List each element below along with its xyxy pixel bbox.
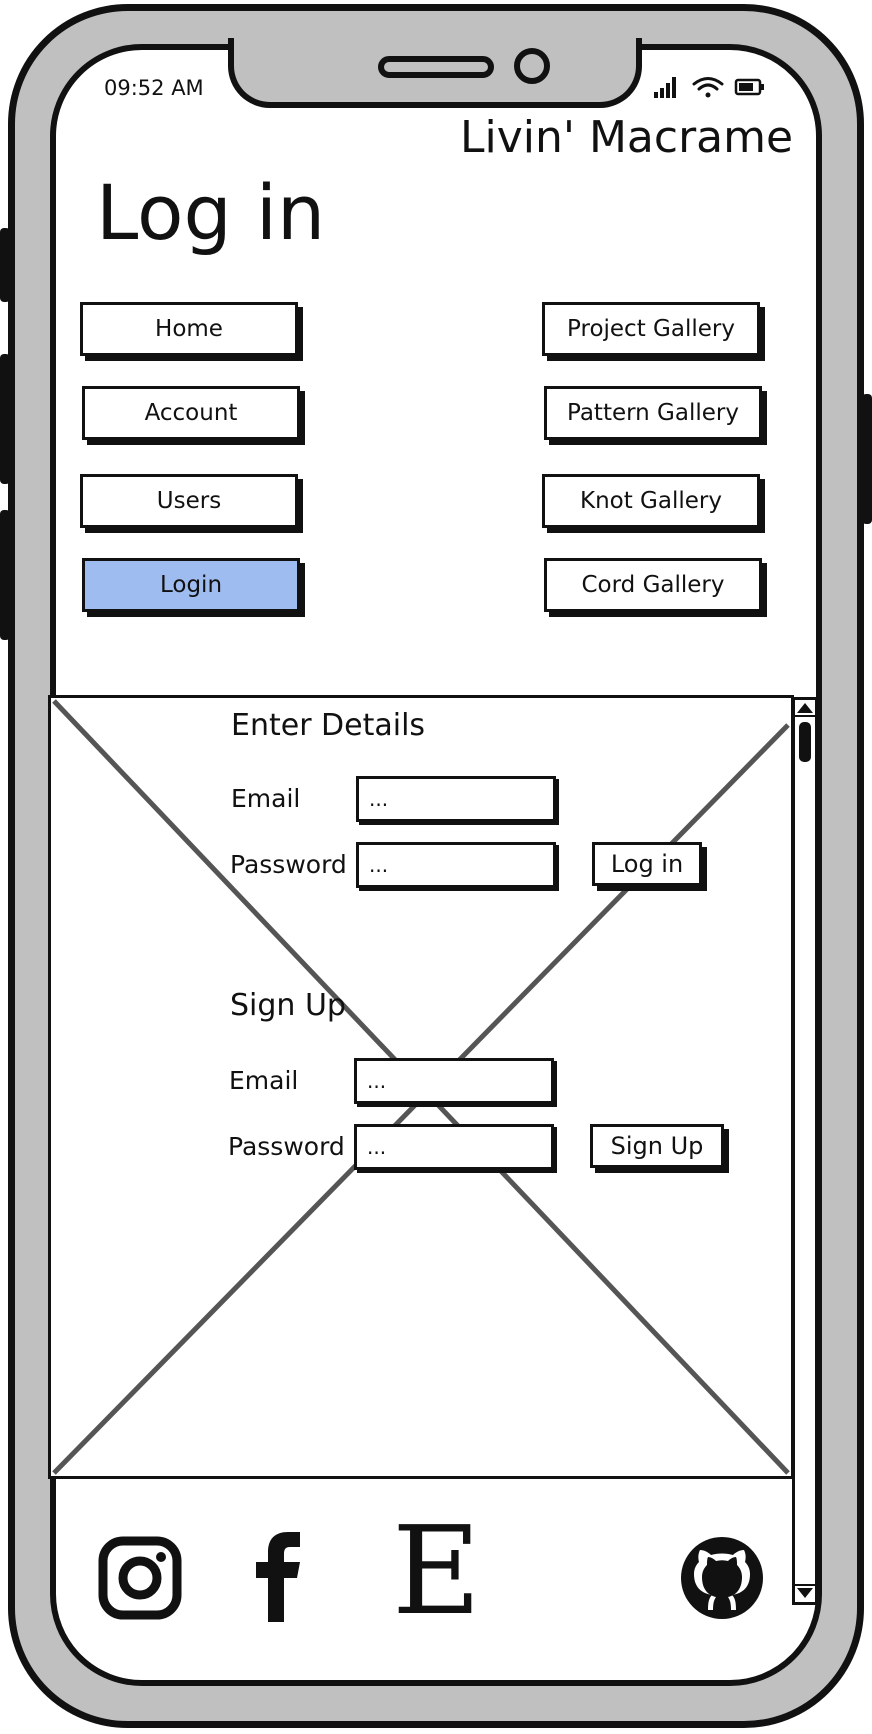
- status-time: 09:52 AM: [104, 76, 204, 100]
- login-heading: Enter Details: [231, 708, 426, 743]
- camera-icon: [514, 48, 550, 84]
- login-submit-button[interactable]: Log in: [592, 842, 702, 886]
- side-button-left-2: [0, 354, 10, 484]
- speaker-icon: [378, 56, 494, 78]
- status-icons: [654, 77, 764, 98]
- side-button-right: [862, 394, 872, 524]
- nav-project-gallery-button[interactable]: Project Gallery: [542, 302, 760, 356]
- login-email-input[interactable]: ...: [356, 776, 556, 822]
- github-icon[interactable]: [680, 1536, 764, 1620]
- brand-title: Livin' Macrame: [460, 112, 794, 163]
- nav-account-button[interactable]: Account: [82, 386, 300, 440]
- instagram-icon[interactable]: [98, 1536, 182, 1620]
- side-button-left-3: [0, 510, 10, 640]
- nav-pattern-gallery-button[interactable]: Pattern Gallery: [544, 386, 762, 440]
- battery-icon: [734, 78, 764, 96]
- signal-icon: [654, 77, 676, 98]
- scroll-up-arrow-icon: [795, 703, 815, 717]
- login-email-label: Email: [231, 784, 301, 813]
- side-button-left-1: [0, 228, 10, 302]
- scroll-thumb: [799, 722, 811, 762]
- nav-knot-gallery-button[interactable]: Knot Gallery: [542, 474, 760, 528]
- scrollbar-parts: [795, 703, 815, 1598]
- vertical-scrollbar[interactable]: [792, 697, 818, 1605]
- nav-users-button[interactable]: Users: [80, 474, 298, 528]
- signup-email-input[interactable]: ...: [354, 1058, 554, 1104]
- nav-home-button[interactable]: Home: [80, 302, 298, 356]
- signup-password-input[interactable]: ...: [354, 1124, 554, 1170]
- page-title: Log in: [96, 168, 326, 257]
- signup-heading: Sign Up: [230, 988, 346, 1023]
- facebook-icon[interactable]: [252, 1530, 304, 1622]
- nav-login-button[interactable]: Login: [82, 558, 300, 612]
- login-password-input[interactable]: ...: [356, 842, 556, 888]
- etsy-icon[interactable]: E: [392, 1500, 482, 1642]
- signup-submit-button[interactable]: Sign Up: [590, 1124, 724, 1168]
- wifi-icon: [692, 77, 724, 98]
- signup-password-label: Password: [228, 1132, 345, 1161]
- scroll-down-arrow-icon: [795, 1584, 815, 1598]
- signup-email-label: Email: [229, 1066, 299, 1095]
- nav-cord-gallery-button[interactable]: Cord Gallery: [544, 558, 762, 612]
- login-password-label: Password: [230, 850, 347, 879]
